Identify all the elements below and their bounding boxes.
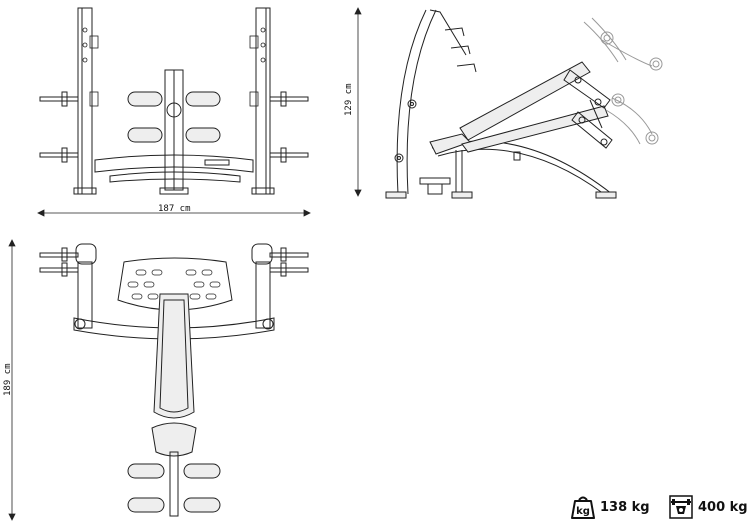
length-dimension-line	[8, 239, 16, 521]
max-load-value: 400 kg	[698, 499, 748, 515]
front-view	[39, 7, 309, 195]
side-view	[385, 9, 663, 199]
kg-weight-icon: kg	[571, 496, 595, 519]
kg-icon-text: kg	[576, 506, 590, 517]
width-dimension-line	[37, 209, 311, 217]
weight-spec: kg 138 kg	[570, 494, 650, 520]
height-label: 129 cm	[344, 83, 354, 116]
width-label: 187 cm	[158, 204, 191, 214]
max-load-spec: 400 kg	[668, 494, 748, 520]
barbell-load-icon	[669, 495, 693, 519]
top-view	[39, 243, 309, 517]
height-dimension-line	[354, 7, 362, 197]
length-label: 189 cm	[3, 363, 13, 396]
weight-value: 138 kg	[600, 499, 650, 515]
